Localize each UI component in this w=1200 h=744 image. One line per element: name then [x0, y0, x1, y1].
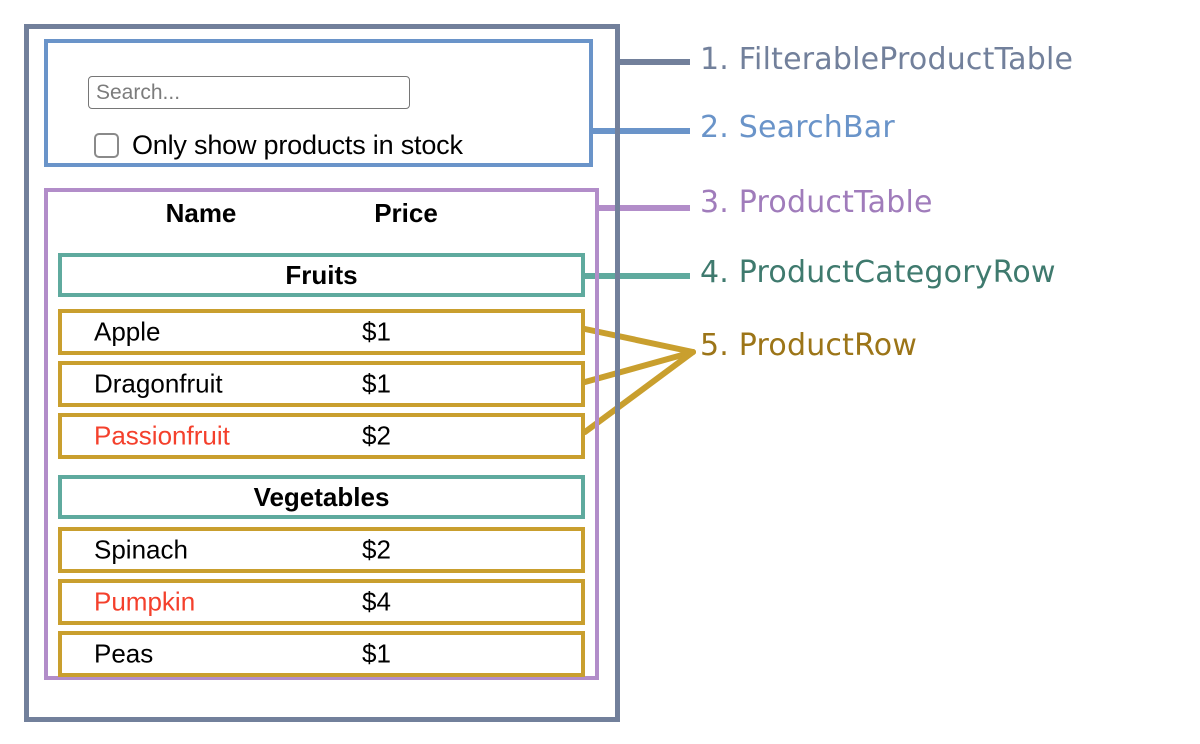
legend-item-search-bar: 2. SearchBar: [700, 110, 895, 145]
product-name: Peas: [94, 638, 154, 669]
product-name: Spinach: [94, 534, 188, 565]
product-price: $1: [362, 316, 391, 347]
product-table-frame: [44, 188, 599, 680]
category-label: Vegetables: [253, 481, 390, 512]
legend-item-product-table: 3. ProductTable: [700, 185, 933, 220]
product-category-row-fruits: Fruits: [58, 253, 585, 297]
product-row-spinach[interactable]: Spinach $2: [58, 527, 585, 573]
only-in-stock-checkbox[interactable]: [94, 132, 119, 158]
product-name: Passionfruit: [94, 420, 230, 451]
product-row-peas[interactable]: Peas $1: [58, 631, 585, 677]
product-name: Apple: [94, 316, 161, 347]
category-label: Fruits: [285, 259, 358, 290]
stock-filter-row[interactable]: Only show products in stock: [94, 127, 463, 163]
only-in-stock-label: Only show products in stock: [132, 129, 463, 160]
legend-item-product-row: 5. ProductRow: [700, 328, 918, 363]
legend-item-filterable-product-table: 1. FilterableProductTable: [700, 42, 1074, 77]
filterable-product-table-frame: [24, 24, 620, 722]
search-input[interactable]: [88, 76, 410, 109]
product-price: $1: [362, 368, 391, 399]
product-table-header-row: Name Price: [58, 198, 585, 244]
product-price: $1: [362, 638, 391, 669]
product-row-pumpkin[interactable]: Pumpkin $4: [58, 579, 585, 625]
legend-item-product-category-row: 4. ProductCategoryRow: [700, 255, 1056, 290]
search-bar-frame: [44, 39, 593, 167]
product-price: $2: [362, 534, 391, 565]
product-category-row-vegetables: Vegetables: [58, 475, 585, 519]
column-header-name: Name: [165, 198, 237, 228]
product-name: Dragonfruit: [94, 368, 223, 399]
column-header-price: Price: [374, 198, 438, 228]
product-price: $4: [362, 586, 391, 617]
product-row-apple[interactable]: Apple $1: [58, 309, 585, 355]
product-row-passionfruit[interactable]: Passionfruit $2: [58, 413, 585, 459]
product-row-dragonfruit[interactable]: Dragonfruit $1: [58, 361, 585, 407]
product-name: Pumpkin: [94, 586, 196, 617]
product-price: $2: [362, 420, 391, 451]
